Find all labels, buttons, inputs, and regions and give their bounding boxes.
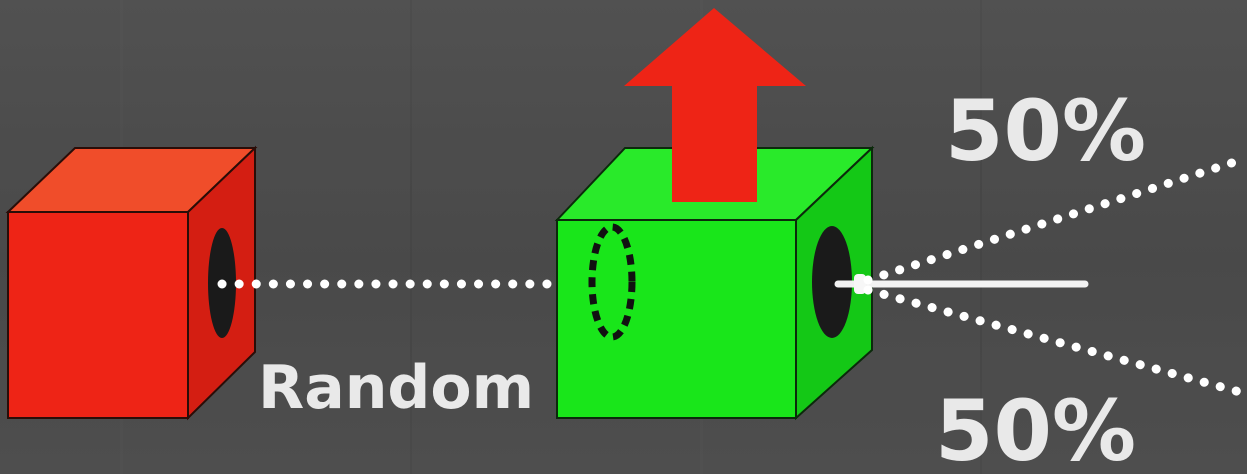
red-cube-front-face [8,212,188,418]
lower-percent-label: 50% [935,382,1136,474]
upper-percent-label: 50% [945,82,1146,180]
random-label: Random [258,353,534,423]
